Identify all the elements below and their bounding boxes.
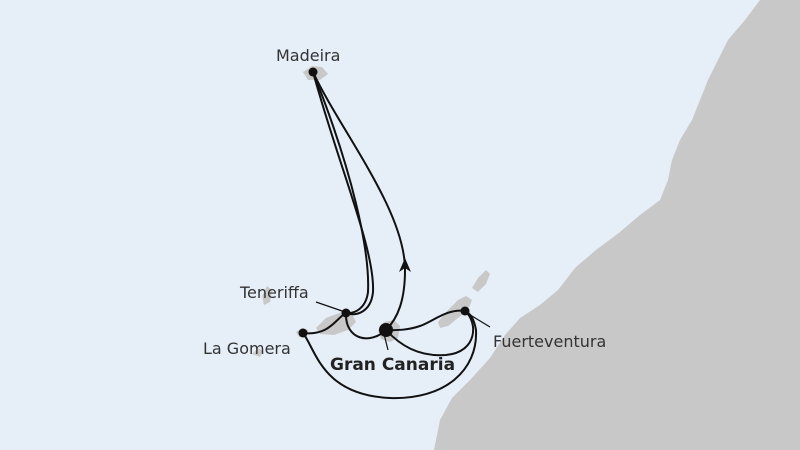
island-el-hierro bbox=[252, 348, 263, 357]
mainland-africa bbox=[434, 0, 800, 450]
route-direction-arrow bbox=[399, 258, 411, 272]
route-madeira-teneriffa-1 bbox=[312, 71, 370, 315]
port-marker-teneriffa bbox=[341, 308, 351, 318]
leader-teneriffa bbox=[315, 301, 346, 313]
port-marker-la-gomera bbox=[298, 328, 308, 338]
route-madeira-teneriffa-2 bbox=[312, 71, 375, 316]
route-gran-canaria-madeira bbox=[312, 71, 407, 331]
port-marker-madeira bbox=[308, 67, 318, 77]
port-label-fuerteventura: Fuerteventura bbox=[493, 332, 607, 351]
port-label-madeira: Madeira bbox=[276, 46, 341, 65]
port-marker-fuerteventura bbox=[460, 306, 470, 316]
route-la-gomera-fuerteventura bbox=[302, 310, 478, 400]
route-fuerteventura-loop bbox=[385, 310, 474, 357]
port-marker-gran-canaria bbox=[379, 323, 393, 337]
leader-fuerteventura bbox=[466, 312, 491, 328]
island-la-palma bbox=[262, 286, 272, 305]
route-fuerteventura-gran-canaria bbox=[385, 309, 466, 332]
port-label-la-gomera: La Gomera bbox=[203, 339, 291, 358]
island-lanzarote bbox=[472, 270, 490, 292]
port-label-gran-canaria: Gran Canaria bbox=[330, 355, 456, 375]
port-label-teneriffa: Teneriffa bbox=[240, 283, 309, 302]
